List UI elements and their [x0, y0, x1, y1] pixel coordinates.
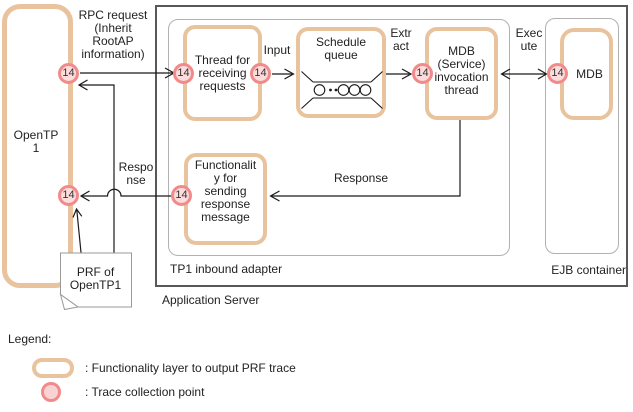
extract-arrow — [386, 68, 413, 80]
trace-point-opentp-response: 14 — [58, 185, 79, 206]
legend-functionality-layer-swatch — [32, 358, 74, 378]
application-server-box — [155, 5, 628, 287]
extract-label: Extr act — [390, 26, 412, 53]
trace-point-number: 14 — [177, 67, 190, 79]
trace-point-number: 14 — [551, 67, 564, 79]
rpc-request-label: RPC request (Inherit RootAP information) — [78, 8, 148, 61]
trace-point-number: 14 — [416, 67, 429, 79]
prf-note-shape — [59, 252, 132, 311]
tp1-inbound-adapter-box — [168, 19, 510, 256]
legend-trace-point-text: : Trace collection point — [85, 385, 205, 399]
input-arrow — [272, 68, 295, 80]
trace-point-number: 14 — [175, 189, 188, 201]
functionality-sending-box — [184, 153, 267, 245]
input-label: Input — [263, 43, 291, 57]
mdb-invocation-label: MDB (Service) invocation thread — [434, 44, 489, 97]
prf-to-trace-arrow — [72, 207, 83, 253]
legend-trace-point-swatch — [41, 382, 61, 402]
trace-point-mdb: 14 — [547, 63, 568, 84]
response-label: Response — [333, 171, 389, 185]
prf-note-label: PRF of OpenTP1 — [69, 265, 122, 292]
tp1-inbound-adapter-label: TP1 inbound adapter — [170, 262, 283, 276]
rpc-request-arrow — [80, 67, 176, 79]
application-server-label: Application Server — [162, 293, 260, 307]
trace-point-functionality-sending: 14 — [171, 185, 192, 206]
trace-point-number: 14 — [254, 67, 267, 79]
trace-point-thread-input: 14 — [250, 63, 271, 84]
execute-double-arrow — [500, 68, 548, 80]
schedule-queue-box — [296, 27, 386, 118]
ejb-container-box — [545, 18, 619, 254]
mdb-response-arrow — [269, 120, 461, 202]
response-wrapped-label: Respo nse — [118, 160, 154, 187]
legend-functionality-layer-text: : Functionality layer to output PRF trac… — [85, 361, 296, 375]
ejb-container-label: EJB container — [551, 263, 626, 277]
prf-return-arrow — [77, 79, 115, 253]
functionality-response-arrow — [79, 188, 171, 202]
trace-point-opentp-request: 14 — [58, 63, 79, 84]
opentp-layer-box — [2, 4, 73, 288]
opentp-label: OpenTP 1 — [13, 128, 59, 155]
trace-point-number: 14 — [62, 67, 75, 79]
queue-icon — [301, 71, 383, 109]
execute-label: Exec ute — [515, 26, 543, 53]
thread-receiving-label: Thread for receiving requests — [194, 53, 251, 93]
legend-title: Legend: — [8, 332, 52, 346]
trace-point-thread-receive: 14 — [173, 63, 194, 84]
functionality-sending-label: Functionalit y for sending response mess… — [194, 158, 257, 224]
mdb-label: MDB — [576, 67, 603, 81]
schedule-queue-label: Schedule queue — [315, 35, 367, 62]
trace-point-mdb-invocation: 14 — [412, 63, 433, 84]
mdb-box — [560, 28, 613, 120]
trace-point-number: 14 — [62, 189, 75, 201]
